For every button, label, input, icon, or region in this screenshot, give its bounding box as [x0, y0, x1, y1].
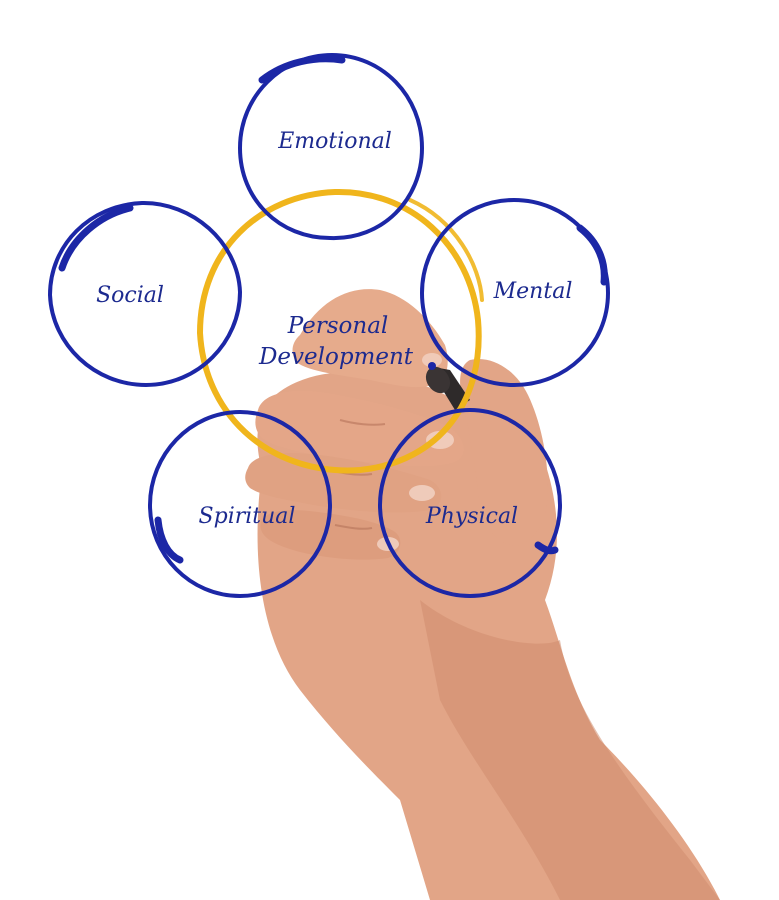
node-label-emotional: Emotional — [277, 129, 392, 154]
node-ring-social — [47, 200, 243, 387]
node-ring-spiritual — [147, 409, 333, 598]
node-label-spiritual: Spiritual — [199, 504, 296, 529]
center-label-line1: Personal — [287, 313, 389, 339]
node-ring-emotional — [237, 52, 425, 241]
marker-pen-icon — [425, 362, 470, 410]
center-label-line2: Development — [258, 344, 414, 370]
node-label-mental: Mental — [493, 279, 573, 304]
node-ring-physical — [377, 407, 563, 598]
hand-illustration — [245, 289, 720, 900]
center-ring — [197, 188, 484, 474]
node-ring-mental — [419, 197, 611, 387]
node-label-physical: Physical — [425, 504, 518, 529]
node-label-social: Social — [96, 283, 164, 308]
